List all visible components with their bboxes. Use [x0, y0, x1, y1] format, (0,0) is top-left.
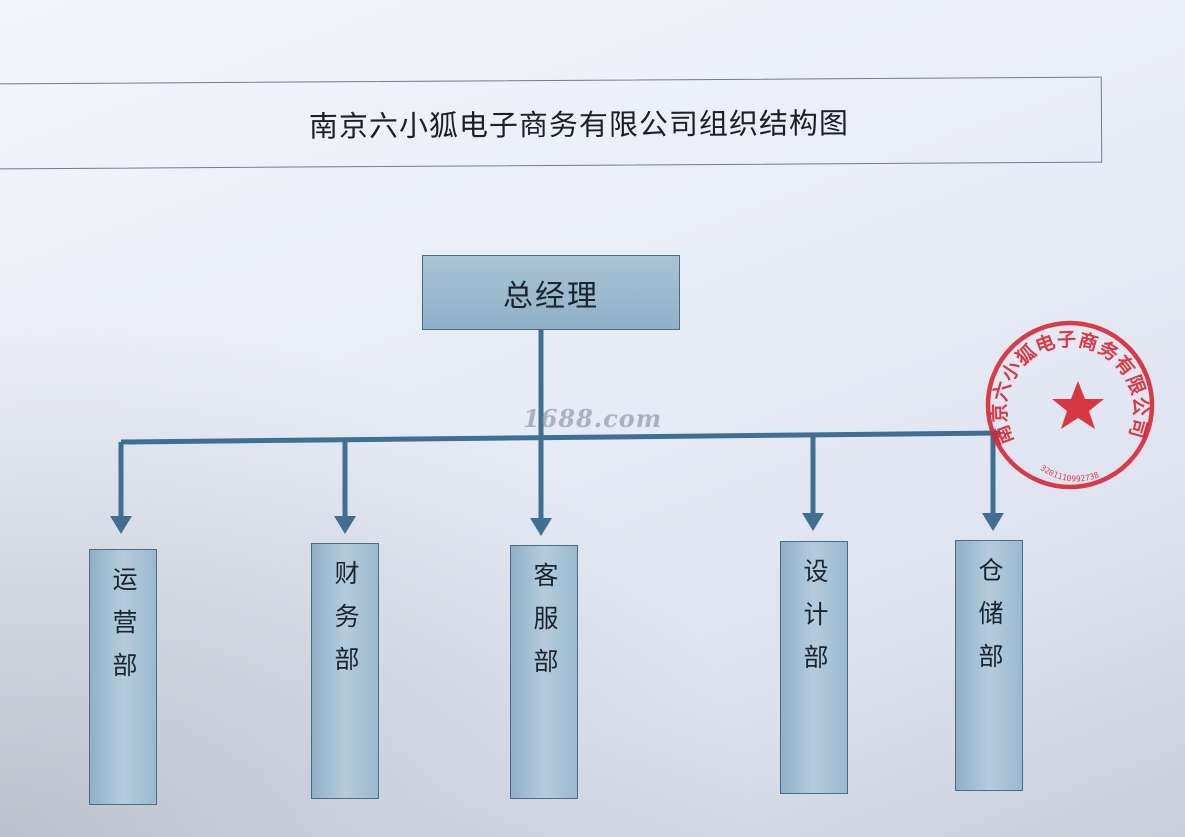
horizontal-bus: [120, 430, 1001, 445]
star-icon: [1052, 381, 1104, 429]
dept-label: 仓储部: [975, 557, 1004, 686]
dept-node-finance: 财务部: [311, 543, 379, 799]
dept-label: 运营部: [109, 566, 138, 695]
arrow-head-3: [530, 518, 552, 536]
dept-node-warehouse: 仓储部: [955, 540, 1023, 791]
arrow-head-1: [110, 516, 132, 534]
dept-label: 客服部: [530, 562, 559, 691]
svg-text:3201110992738: 3201110992738: [1039, 463, 1101, 483]
seal-ring: [985, 320, 1155, 490]
dept-node-design: 设计部: [780, 541, 848, 794]
arrow-head-4: [802, 513, 824, 531]
general-manager-node: 总经理: [422, 255, 680, 330]
arrow-head-2: [334, 516, 356, 534]
dept-label: 财务部: [331, 560, 360, 689]
arrow-head-5: [982, 513, 1004, 531]
dept-node-customer-service: 客服部: [510, 545, 578, 799]
general-manager-label: 总经理: [503, 278, 599, 314]
seal-number: 3201110992738: [1039, 463, 1101, 483]
watermark-text: 1688.com: [523, 404, 663, 433]
company-seal: 南京六小狐电子商务有限公司 3201110992738: [985, 320, 1155, 490]
dept-node-operations: 运营部: [89, 549, 157, 805]
dept-label: 设计部: [800, 558, 829, 687]
